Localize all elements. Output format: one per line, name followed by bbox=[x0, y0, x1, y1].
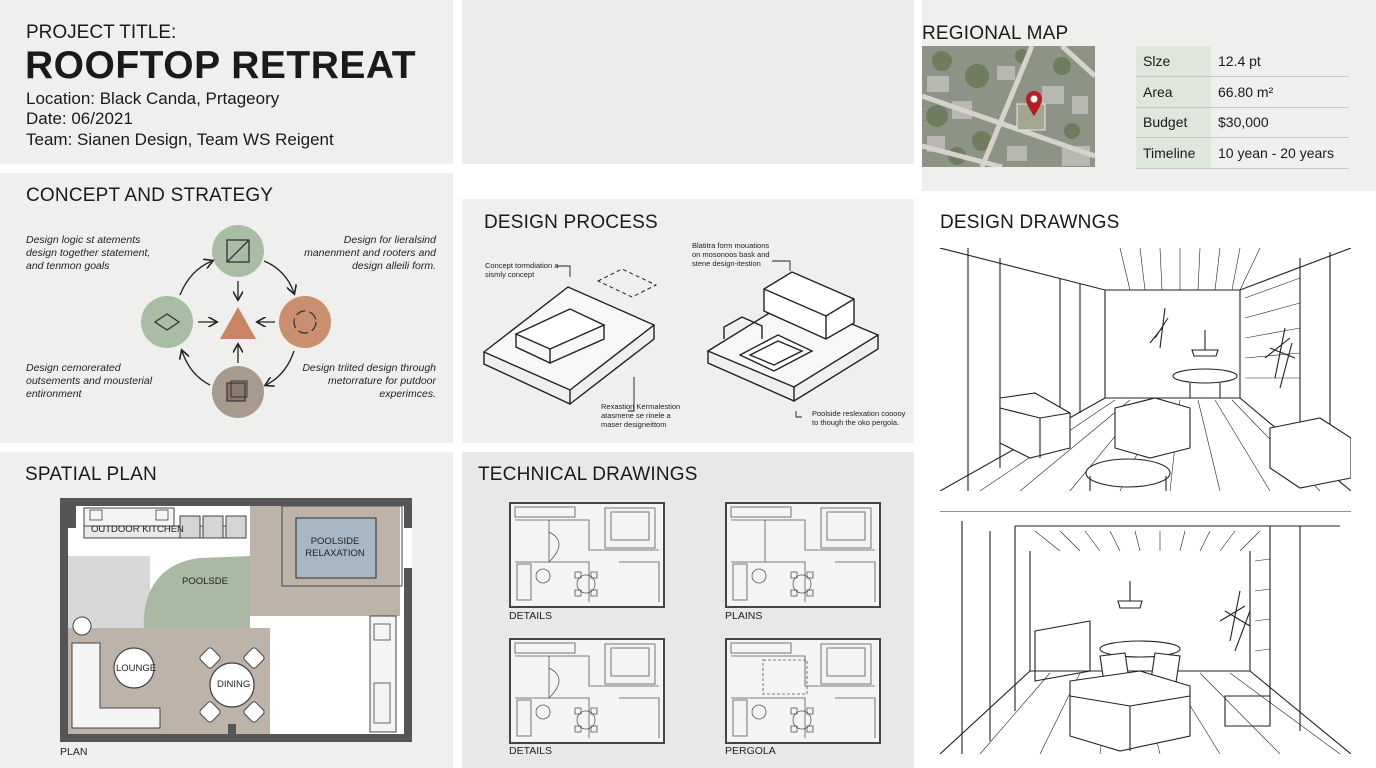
concept-heading: CONCEPT AND STRATEGY bbox=[26, 185, 274, 206]
plan-caption: PLAN bbox=[60, 746, 88, 758]
floor-plan-drawing bbox=[60, 498, 412, 742]
plan-label-relaxation: POOLSIDE RELAXATION bbox=[305, 536, 365, 559]
perspective-render-dining bbox=[940, 511, 1351, 754]
design-drawings-heading: DESIGN DRAWNGS bbox=[940, 212, 1120, 233]
tech-drawing-1 bbox=[509, 502, 665, 608]
spatial-plan-heading: SPATIAL PLAN bbox=[25, 464, 157, 485]
concept-center-triangle bbox=[220, 307, 256, 339]
project-date: Date: 06/2021 bbox=[26, 109, 133, 128]
plan-dining-table bbox=[209, 662, 255, 708]
project-location: Location: Black Canda, Prtageory bbox=[26, 89, 280, 108]
perspective-render-lounge bbox=[940, 248, 1351, 491]
concept-panel: CONCEPT AND STRATEGY Design logic st ate… bbox=[0, 173, 453, 443]
tech-caption-2: PLAINS bbox=[725, 610, 763, 622]
plan-lounge-table bbox=[113, 647, 155, 689]
plan-label-dining: DINING bbox=[217, 679, 251, 690]
process-note-relaxation-right: Poolside reslexation cooooy to though th… bbox=[812, 409, 906, 427]
process-note-relaxation-left: Rexastion Kermalestion atasmene se rinel… bbox=[601, 402, 681, 429]
aerial-map[interactable] bbox=[922, 46, 1095, 167]
concept-node-right bbox=[279, 296, 331, 348]
design-process-panel: DESIGN PROCESS Concept tormdiation a sis… bbox=[462, 199, 914, 443]
concept-note-bottom-right: Design triited design through metorratur… bbox=[302, 362, 436, 400]
plan-poolside-zone bbox=[143, 556, 250, 628]
tech-drawing-2 bbox=[725, 502, 881, 608]
design-process-heading: DESIGN PROCESS bbox=[484, 212, 658, 233]
process-note-concept: Concept tormdiation a sismly concept bbox=[485, 261, 559, 279]
design-drawings-panel: DESIGN DRAWNGS bbox=[922, 199, 1376, 768]
tech-drawing-3 bbox=[509, 638, 665, 744]
process-axonometric-drawings bbox=[482, 260, 880, 418]
concept-node-top bbox=[212, 225, 264, 277]
technical-drawings-heading: TECHNICAL DRAWINGS bbox=[478, 464, 698, 485]
concept-note-top-left: Design logic st atements design together… bbox=[26, 234, 151, 272]
blank-panel bbox=[462, 0, 914, 164]
project-team: Team: Sianen Design, Team WS Reigent bbox=[26, 130, 334, 149]
project-title: ROOFTOP RETREAT bbox=[25, 44, 417, 87]
concept-cycle-diagram bbox=[141, 225, 331, 418]
concept-note-top-right: Design for lieralsind manenment and root… bbox=[304, 234, 436, 272]
project-label: PROJECT TITLE: bbox=[26, 22, 177, 43]
tech-caption-4: PERGOLA bbox=[725, 745, 776, 757]
technical-drawings-panel: TECHNICAL DRAWINGS DETAILS PLAINS bbox=[462, 452, 914, 768]
concept-node-bottom bbox=[212, 366, 264, 418]
tech-caption-3: DETAILS bbox=[509, 745, 552, 757]
map-pin-icon[interactable] bbox=[1025, 90, 1043, 118]
process-note-form: Blatitra form mouations on mosonoos bask… bbox=[692, 241, 770, 268]
concept-note-bottom-left: Design cemorerated outsements and mouste… bbox=[26, 362, 153, 400]
spatial-plan-panel: SPATIAL PLAN OUTDOO bbox=[0, 452, 453, 768]
concept-node-left bbox=[141, 296, 193, 348]
regional-map-heading: REGIONAL MAP bbox=[922, 23, 1069, 44]
tech-caption-1: DETAILS bbox=[509, 610, 552, 622]
plan-label-kitchen: OUTDOOR KITCHEN bbox=[91, 524, 184, 535]
tech-drawing-4 bbox=[725, 638, 881, 744]
plan-label-poolside: POOLSDE bbox=[182, 576, 228, 587]
plan-pool bbox=[295, 517, 377, 579]
spec-row-budget: Budget$30,000 bbox=[1136, 107, 1349, 138]
project-header-panel: PROJECT TITLE: ROOFTOP RETREAT Location:… bbox=[0, 0, 453, 164]
plan-label-lounge: LOUNGE bbox=[116, 663, 157, 674]
